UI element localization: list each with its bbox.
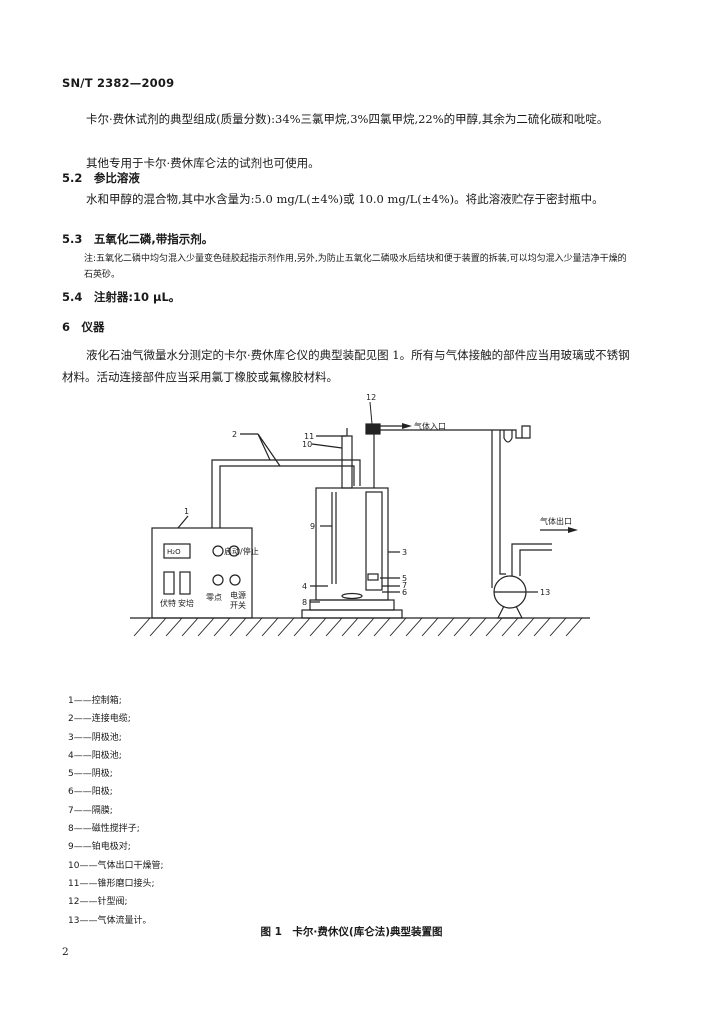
label-ampere: 安培 (178, 598, 194, 608)
magnetic-stir-bar (341, 592, 363, 600)
u-tube-bend (503, 430, 513, 443)
volt-meter (163, 571, 175, 595)
page-number: 2 (62, 946, 69, 958)
stirrer-stand (301, 609, 403, 619)
callout-10: 10 (302, 440, 312, 449)
legend-item: 2——连接电缆; (68, 714, 131, 725)
callout-6: 6 (402, 588, 407, 597)
connecting-cable (211, 459, 361, 528)
label-switch: 开关 (230, 600, 246, 610)
magnetic-stirrer-base (309, 599, 395, 611)
ground-hatching (133, 617, 583, 637)
power-switch (229, 574, 241, 586)
ampere-meter (179, 571, 191, 595)
cathode-cell (365, 491, 383, 591)
control-box (151, 527, 253, 619)
legend-item: 3——阴极池; (68, 732, 122, 743)
label-h2o: H₂O (167, 548, 181, 556)
section-5-3-heading: 5.3 五氧化二磷,带指示剂。 (62, 232, 214, 246)
legend-item: 8——磁性搅拌子; (68, 824, 140, 835)
callout-7: 7 (402, 581, 407, 590)
legend-item: 12——针型阀; (68, 897, 128, 908)
h2o-display (163, 543, 191, 559)
section-5-2-heading: 5.2 参比溶液 (62, 171, 140, 185)
legend-item: 4——阳极池; (68, 750, 122, 761)
callout-9: 9 (310, 522, 315, 531)
diaphragm (367, 573, 379, 581)
label-gas-inlet: 气体入口 (414, 421, 446, 431)
drying-tube (341, 435, 353, 489)
anode-cell-outer (315, 487, 389, 601)
label-volt: 伏特 (160, 598, 176, 608)
callout-4: 4 (302, 582, 307, 591)
legend-item: 11——锥形磨口接头; (68, 878, 155, 889)
legend-item: 5——阴极; (68, 769, 113, 780)
start-stop-button-left (212, 545, 224, 557)
legend-item: 7——隔膜; (68, 805, 113, 816)
figure-caption: 图 1 卡尔·费休仪(库仑法)典型装置图 (260, 926, 443, 938)
paragraph-apparatus: 液化石油气微量水分测定的卡尔·费休库仑仪的典型装配见图 1。所有与气体接触的部件… (62, 348, 630, 384)
needle-valve (365, 423, 381, 435)
figure-legend: 1——控制箱; 2——连接电缆; 3——阴极池; 4——阳极池; 5——阴极; … (68, 692, 164, 930)
legend-item: 6——阳极; (68, 787, 113, 798)
zero-knob (212, 574, 224, 586)
callout-12: 12 (366, 393, 376, 402)
label-gas-outlet: 气体出口 (540, 516, 572, 526)
legend-item: 13——气体流量计。 (68, 915, 152, 926)
label-start-stop: 启动/停止 (224, 546, 259, 556)
gas-outlet-line (511, 543, 552, 576)
callout-2: 2 (232, 430, 237, 439)
legend-item: 10——气体出口干燥管; (68, 860, 164, 871)
callout-1: 1 (184, 507, 189, 516)
callout-3: 3 (402, 548, 407, 557)
flow-meter-stand (497, 605, 523, 619)
standard-code: SN/T 2382—2009 (62, 76, 175, 90)
apparatus-diagram: 启动/停止 H₂O 零点 电源 开关 伏特 安培 气体入口 气体出口 1 2 3… (130, 393, 590, 637)
start-stop-button-right (228, 545, 240, 557)
callout-13: 13 (540, 588, 550, 597)
callout-5: 5 (402, 574, 407, 583)
callout-8: 8 (302, 598, 307, 607)
paragraph-reference-solution: 水和甲醇的混合物,其中水含量为:5.0 mg/L(±4%)或 10.0 mg/L… (86, 192, 604, 206)
note-p2o5: 注:五氧化二磷中均匀混入少量变色硅胶起指示剂作用,另外,为防止五氧化二磷吸水后结… (84, 254, 627, 280)
legend-item: 9——铂电极对; (68, 842, 131, 853)
label-zero: 零点 (206, 593, 222, 602)
gas-inlet-line (373, 425, 531, 488)
section-5-4-heading: 5.4 注射器:10 μL。 (62, 290, 181, 304)
label-power: 电源 (230, 590, 246, 600)
paragraph-other-reagents: 其他专用于卡尔·费休库仑法的试剂也可使用。 (86, 156, 320, 170)
legend-item: 1——控制箱; (68, 696, 122, 706)
callout-11: 11 (304, 432, 314, 441)
section-6-heading: 6 仪器 (62, 320, 105, 334)
paragraph-reagent-composition: 卡尔·费休试剂的典型组成(质量分数):34%三氯甲烷,3%四氯甲烷,22%的甲醇… (86, 112, 609, 126)
